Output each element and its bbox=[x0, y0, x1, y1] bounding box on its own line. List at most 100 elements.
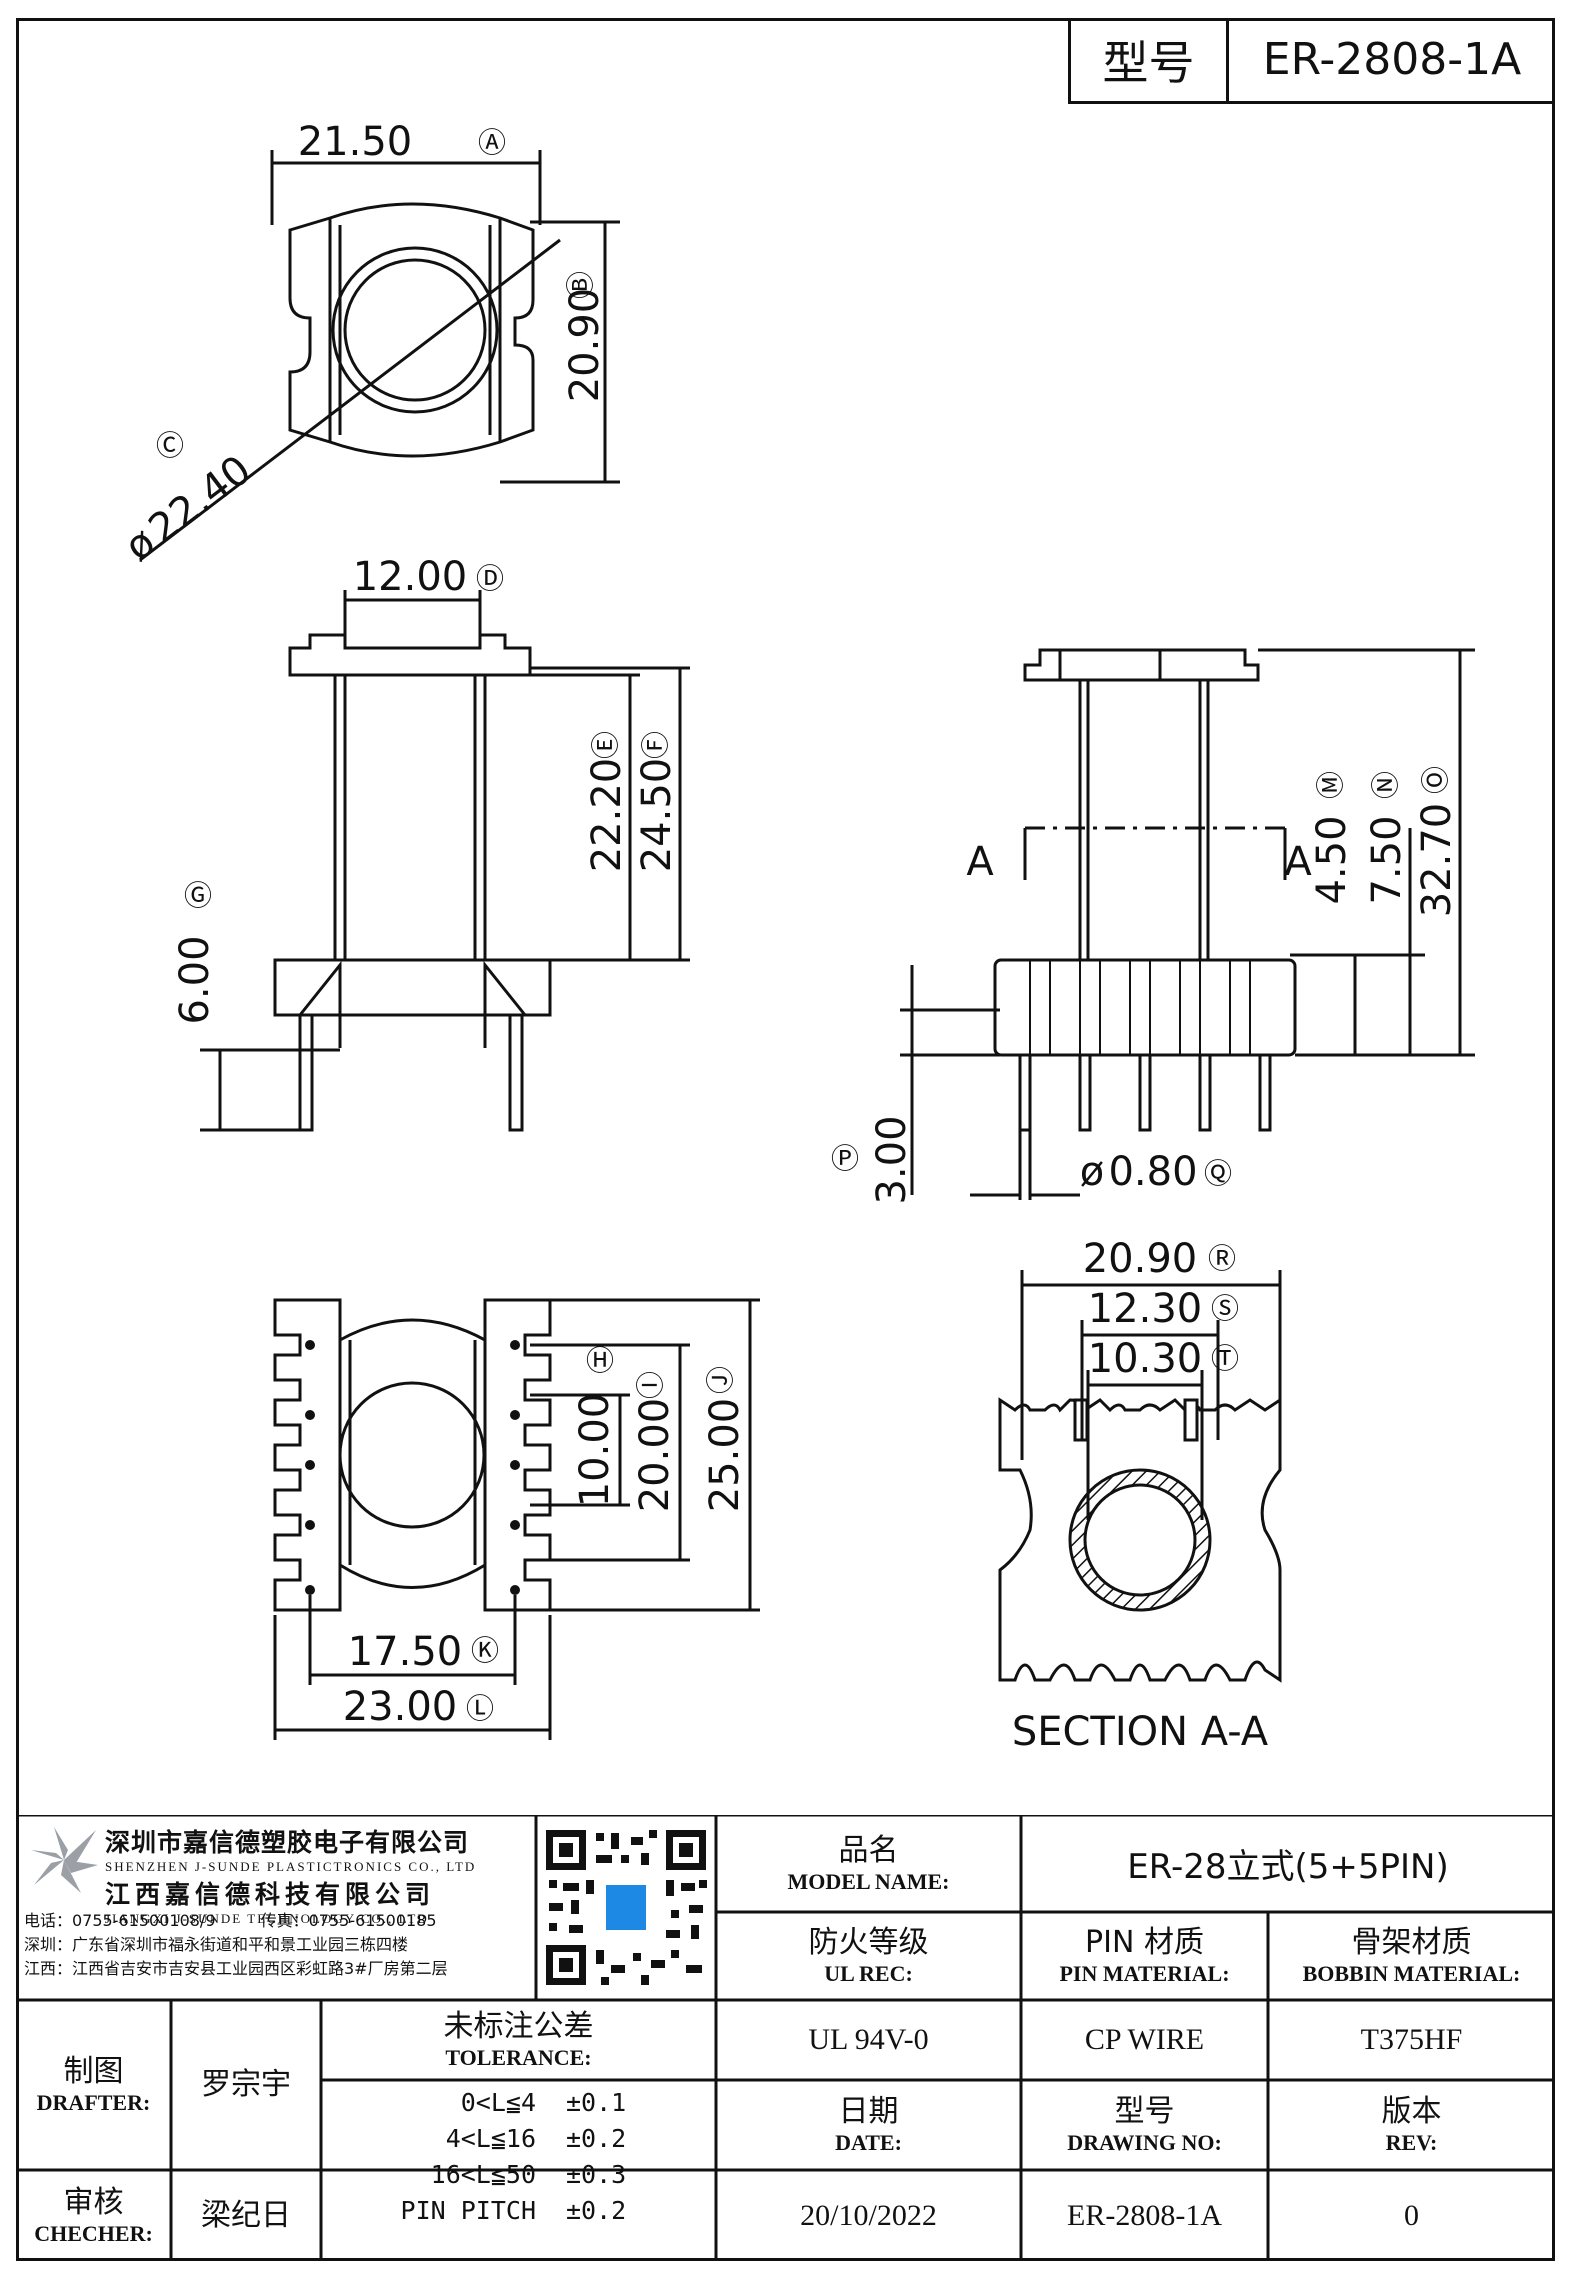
pin-material-value: CP WIRE bbox=[1084, 2023, 1205, 2056]
dim-h: 10.00 bbox=[572, 1393, 618, 1508]
dim-b-label: Ⓑ bbox=[564, 271, 597, 299]
qr-code bbox=[541, 1825, 711, 1990]
pin-material-label-cn: PIN 材质 bbox=[1085, 1925, 1204, 1960]
date-value-cell: 20/10/2022 bbox=[716, 2170, 1021, 2261]
dim-m-label: Ⓜ bbox=[1314, 771, 1347, 799]
dim-t: 10.30 bbox=[1088, 1336, 1203, 1382]
dim-p-label: Ⓟ bbox=[831, 1142, 859, 1175]
ul-value-cell: UL 94V-0 bbox=[716, 2000, 1021, 2080]
dim-s-label: Ⓢ bbox=[1211, 1292, 1239, 1325]
dim-a-label: Ⓐ bbox=[478, 126, 506, 159]
ul-label-cn: 防火等级 bbox=[808, 1925, 929, 1960]
company-name-shenzhen-en: SHENZHEN J-SUNDE PLASTICTRONICS CO., LTD bbox=[105, 1859, 477, 1874]
tolerance-table: 0<L≦4 ±0.1 4<L≦16 ±0.2 16<L≦50 ±0.3 PIN … bbox=[321, 2085, 716, 2257]
model-name-label-en: MODEL NAME: bbox=[787, 1868, 950, 1894]
front-view bbox=[200, 590, 690, 1132]
dim-s: 12.30 bbox=[1088, 1286, 1203, 1332]
tolerance-value: ±0.2 bbox=[566, 2196, 627, 2225]
tolerance-label-cn: 未标注公差 bbox=[443, 2009, 594, 2044]
section-mark-right: A bbox=[1284, 839, 1312, 885]
dim-d: 12.00 bbox=[353, 554, 468, 600]
dim-i: 20.00 bbox=[632, 1398, 678, 1513]
title-block: 深圳市嘉信德塑胶电子有限公司 SHENZHEN J-SUNDE PLASTICT… bbox=[16, 1815, 1555, 2261]
ul-label-en: UL REC: bbox=[824, 1961, 913, 1986]
ul-value: UL 94V-0 bbox=[808, 2023, 929, 2056]
model-name-value: ER-28立式(5+5PIN) bbox=[1127, 1847, 1449, 1887]
dim-r: 20.90 bbox=[1083, 1236, 1198, 1282]
dim-f-label: Ⓕ bbox=[639, 731, 672, 759]
pin-material-label-en: PIN MATERIAL: bbox=[1059, 1961, 1230, 1986]
dim-n-label: Ⓝ bbox=[1369, 771, 1402, 799]
company-address-jiangxi: 江西：江西省吉安市吉安县工业园西区彩虹路3#厂房第二层 bbox=[24, 1959, 448, 1978]
dim-d-label: Ⓓ bbox=[476, 562, 504, 595]
company-tel: 电话：0755-61500108/9 bbox=[24, 1911, 216, 1930]
drawing-no-value: ER-2808-1A bbox=[1067, 2198, 1222, 2232]
dim-q-label: Ⓠ bbox=[1204, 1157, 1232, 1190]
company-name-jiangxi-en: JIANGXI J-SUNDE TECHNOLOGY CO., LTD bbox=[105, 1911, 429, 1926]
pin-material-value-cell: CP WIRE bbox=[1021, 2000, 1268, 2080]
drafter-label-cn: 制图 bbox=[63, 2054, 124, 2089]
drafter-label-en: DRAFTER: bbox=[36, 2090, 151, 2115]
company-name-shenzhen: 深圳市嘉信德塑胶电子有限公司 bbox=[105, 1828, 470, 1857]
date-value: 20/10/2022 bbox=[800, 2198, 937, 2232]
drawing-no-label-en: DRAWING NO: bbox=[1067, 2130, 1222, 2155]
tolerance-label-cell: 未标注公差 TOLERANCE: bbox=[321, 2000, 716, 2080]
dim-e: 22.20 bbox=[584, 758, 630, 873]
dim-r-label: Ⓡ bbox=[1208, 1242, 1236, 1275]
dim-j-label: Ⓙ bbox=[704, 1366, 737, 1394]
company-block: 深圳市嘉信德塑胶电子有限公司 SHENZHEN J-SUNDE PLASTICT… bbox=[20, 1819, 532, 1997]
dim-k-label: Ⓚ bbox=[471, 1634, 499, 1667]
tolerance-range: 0<L≦4 bbox=[460, 2088, 536, 2117]
drawing-no-label-cn: 型号 bbox=[1114, 2094, 1175, 2129]
dim-i-label: Ⓘ bbox=[634, 1371, 667, 1399]
section-mark-left: A bbox=[966, 839, 994, 885]
bobbin-material-label-cn: 骨架材质 bbox=[1351, 1925, 1472, 1960]
drafter-value: 罗宗宇 bbox=[201, 2067, 291, 2102]
model-name-label-cell: 品名 MODEL NAME: bbox=[716, 1815, 1021, 1912]
rev-label-en: REV: bbox=[1385, 2130, 1438, 2155]
tolerance-range: PIN PITCH bbox=[400, 2196, 536, 2225]
company-address-shenzhen: 深圳：广东省深圳市福永街道和平和景工业园三栋四楼 bbox=[24, 1935, 409, 1954]
dim-j: 25.00 bbox=[702, 1398, 748, 1513]
dim-o: 32.70 bbox=[1414, 803, 1460, 918]
dim-m: 4.50 bbox=[1309, 815, 1355, 904]
dim-o-label: Ⓞ bbox=[1419, 766, 1452, 794]
dim-n: 7.50 bbox=[1364, 815, 1410, 904]
date-label-en: DATE: bbox=[835, 2130, 902, 2155]
bobbin-material-value: T375HF bbox=[1360, 2023, 1463, 2056]
tolerance-row: 0<L≦4 ±0.1 bbox=[321, 2085, 716, 2121]
header-type-label: 型号 bbox=[1071, 18, 1229, 101]
dim-g: 6.00 bbox=[172, 935, 218, 1024]
dim-q-symbol: ø bbox=[1080, 1149, 1104, 1195]
bottom-view bbox=[273, 1298, 760, 1740]
checker-value: 梁纪日 bbox=[201, 2197, 291, 2233]
dim-l-label: Ⓛ bbox=[466, 1692, 494, 1725]
tolerance-value: ±0.1 bbox=[566, 2088, 627, 2117]
drawing-frame bbox=[16, 18, 1555, 2261]
tolerance-row: PIN PITCH ±0.2 bbox=[321, 2193, 716, 2229]
dim-c: 22.40 bbox=[141, 447, 260, 553]
drafter-value-cell: 罗宗宇 bbox=[171, 2000, 321, 2170]
company-fax: 传真：0755-61500185 bbox=[260, 1911, 437, 1930]
bobbin-material-label-cell: 骨架材质 BOBBIN MATERIAL: bbox=[1268, 1912, 1555, 2000]
tolerance-range: 4<L≦16 bbox=[445, 2124, 536, 2153]
tolerance-range: 16<L≦50 bbox=[430, 2160, 536, 2189]
pin-material-label-cell: PIN 材质 PIN MATERIAL: bbox=[1021, 1912, 1268, 2000]
dim-q: 0.80 bbox=[1108, 1149, 1197, 1195]
company-name-jiangxi: 江西嘉信德科技有限公司 bbox=[105, 1880, 436, 1909]
dim-c-label: Ⓒ bbox=[156, 429, 184, 462]
ul-label-cell: 防火等级 UL REC: bbox=[716, 1912, 1021, 2000]
dim-f: 24.50 bbox=[634, 758, 680, 873]
drawing-no-label-cell: 型号 DRAWING NO: bbox=[1021, 2080, 1268, 2170]
company-logo bbox=[31, 1827, 98, 1893]
dim-k: 17.50 bbox=[348, 1629, 463, 1675]
checker-label-en: CHECHER: bbox=[34, 2220, 153, 2246]
date-label-cell: 日期 DATE: bbox=[716, 2080, 1021, 2170]
side-view bbox=[900, 648, 1475, 1200]
dim-g-label: Ⓖ bbox=[184, 879, 212, 912]
rev-value: 0 bbox=[1404, 2198, 1419, 2232]
tolerance-value: ±0.3 bbox=[566, 2160, 627, 2189]
tolerance-row: 16<L≦50 ±0.3 bbox=[321, 2157, 716, 2193]
model-name-value-cell: ER-28立式(5+5PIN) bbox=[1021, 1815, 1555, 1912]
tolerance-value: ±0.2 bbox=[566, 2124, 627, 2153]
